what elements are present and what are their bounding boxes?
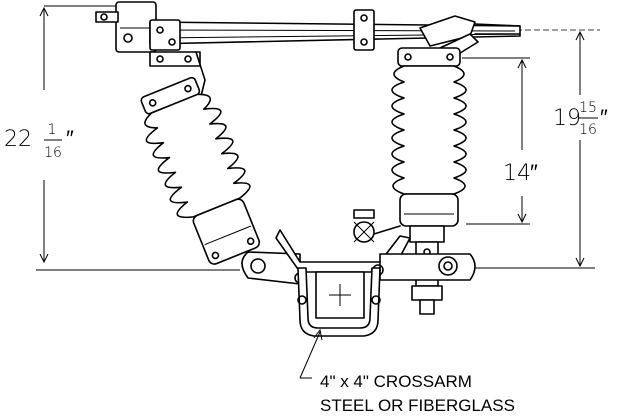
insulator-height-text: 14 xyxy=(503,161,531,186)
dimension-overall-height-label: 22 1 16 ″ xyxy=(4,122,74,161)
mount-height-whole: 19 xyxy=(553,106,581,131)
dimension-mount-height: 19 15 16 ″ xyxy=(460,29,608,269)
dimension-insulator-height: 14 ″ xyxy=(462,57,538,225)
overall-height-numerator: 1 xyxy=(48,122,57,138)
mount-height-denominator: 16 xyxy=(579,122,597,138)
dimension-overall-height xyxy=(36,5,240,271)
callout-line-2: STEEL OR FIBERGLASS xyxy=(320,396,515,415)
mount-height-numerator: 15 xyxy=(579,100,597,116)
angled-insulator xyxy=(140,76,261,265)
mounting-bracket xyxy=(241,229,476,337)
overall-height-whole: 22 xyxy=(4,127,32,152)
crossarm-callout: 4" x 4" CROSSARM STEEL OR FIBERGLASS xyxy=(299,328,515,415)
crossarm-section xyxy=(315,271,365,319)
upper-contact-assembly xyxy=(95,1,521,101)
overall-height-denominator: 16 xyxy=(44,145,62,161)
vertical-insulator xyxy=(391,47,467,315)
overall-height-unit: ″ xyxy=(66,127,74,152)
callout-line-1: 4" x 4" CROSSARM xyxy=(320,372,472,391)
mount-height-unit: ″ xyxy=(600,106,608,131)
terminal-clamp xyxy=(353,209,401,243)
insulator-height-unit: ″ xyxy=(530,161,538,186)
